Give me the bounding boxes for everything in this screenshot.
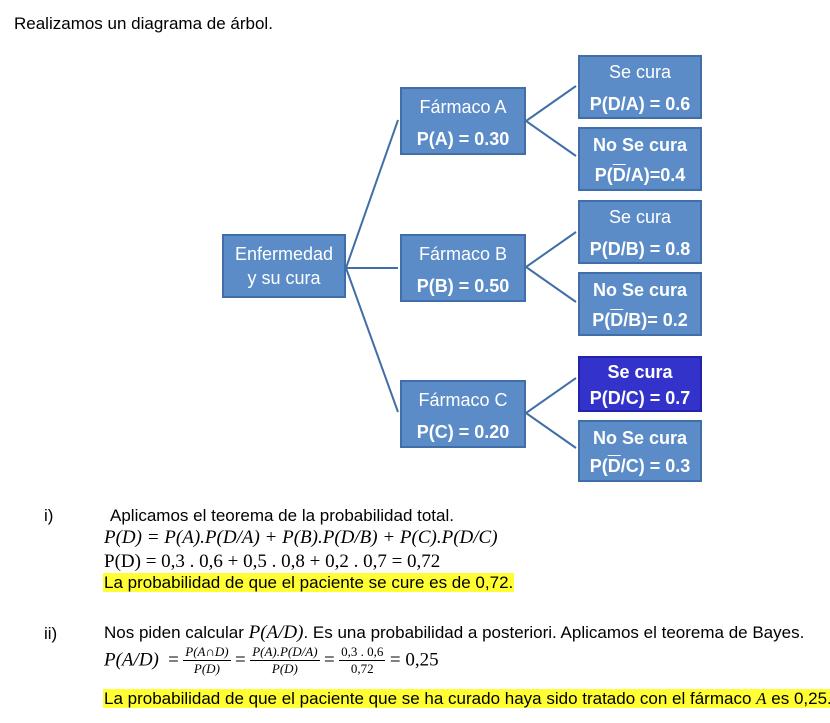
bayes-lhs: P(A/D) [104, 649, 159, 671]
outcome-node-a-not-cured: No Se cura P(D/A)=0.4 [578, 127, 702, 191]
drug-node-b: Fármaco B P(B) = 0.50 [400, 234, 526, 302]
section-i-computation: P(D) = 0,3 . 0,6 + 0,5 . 0,8 + 0,2 . 0,7… [104, 551, 441, 572]
outcome-node-b-cured: Se cura P(D/B) = 0.8 [578, 200, 702, 264]
connector-a-outcomes [524, 85, 577, 157]
section-i-heading: Aplicamos el teorema de la probabilidad … [110, 506, 454, 525]
outcome-prob: P(D/A) = 0.6 [589, 94, 691, 114]
drug-node-a: Fármaco A P(A) = 0.30 [400, 87, 526, 155]
bayes-result: = 0,25 [389, 649, 439, 671]
tree-connectors [345, 85, 577, 449]
root-line2: y su cura [247, 268, 321, 288]
drug-prob: P(C) = 0.20 [416, 422, 510, 442]
root-line1: Enfermedad [234, 244, 334, 264]
intro-text: Realizamos un diagrama de árbol. [14, 14, 273, 33]
outcome-node-b-not-cured: No Se cura P(D/B)= 0.2 [578, 272, 702, 336]
outcome-label: No Se cura [592, 135, 688, 155]
outcome-prob: P(D/B)= 0.2 [592, 310, 688, 330]
section-i-marker: i) [44, 506, 54, 525]
bayes-equation: P(A/D) = P(A∩D)P(D) = P(A).P(D/A)P(D) = … [104, 644, 439, 676]
bayes-fraction-2: P(A).P(D/A)P(D) [250, 644, 320, 676]
root-node: Enfermedad y su cura [222, 234, 346, 298]
drug-name: Fármaco B [418, 244, 508, 264]
outcome-node-c-cured: Se cura P(D/C) = 0.7 [578, 356, 702, 412]
connector-c-outcomes [524, 377, 577, 449]
connector-root-a [345, 119, 399, 269]
connector-root-c [345, 267, 399, 413]
drug-prob: P(A) = 0.30 [416, 129, 510, 149]
outcome-label: Se cura [607, 362, 673, 382]
outcome-label: No Se cura [592, 428, 688, 448]
outcome-node-a-cured: Se cura P(D/A) = 0.6 [578, 55, 702, 119]
outcome-prob: P(D/A)=0.4 [594, 165, 686, 185]
outcome-node-c-not-cured: No Se cura P(D/C) = 0.3 [578, 420, 702, 482]
bayes-fraction-1: P(A∩D)P(D) [183, 644, 231, 676]
outcome-label: No Se cura [592, 280, 688, 300]
section-i-conclusion: La probabilidad de que el paciente se cu… [103, 573, 515, 592]
section-ii-conclusion: La probabilidad de que el paciente que s… [103, 689, 830, 709]
section-ii-marker: ii) [44, 624, 58, 643]
outcome-prob: P(D/C) = 0.3 [589, 456, 691, 476]
outcome-label: Se cura [608, 62, 672, 82]
outcome-prob: P(D/B) = 0.8 [589, 239, 691, 259]
drug-node-c: Fármaco C P(C) = 0.20 [400, 380, 526, 448]
connector-b-outcomes [524, 231, 577, 303]
section-i-formula: P(D) = P(A).P(D/A) + P(B).P(D/B) + P(C).… [104, 527, 498, 548]
drug-name: Fármaco A [419, 97, 507, 117]
section-ii-heading: Nos piden calcular P(A/D). Es una probab… [104, 622, 805, 643]
outcome-prob: P(D/C) = 0.7 [589, 388, 691, 408]
outcome-label: Se cura [608, 207, 672, 227]
drug-name: Fármaco C [418, 390, 508, 410]
drug-prob: P(B) = 0.50 [416, 276, 510, 296]
